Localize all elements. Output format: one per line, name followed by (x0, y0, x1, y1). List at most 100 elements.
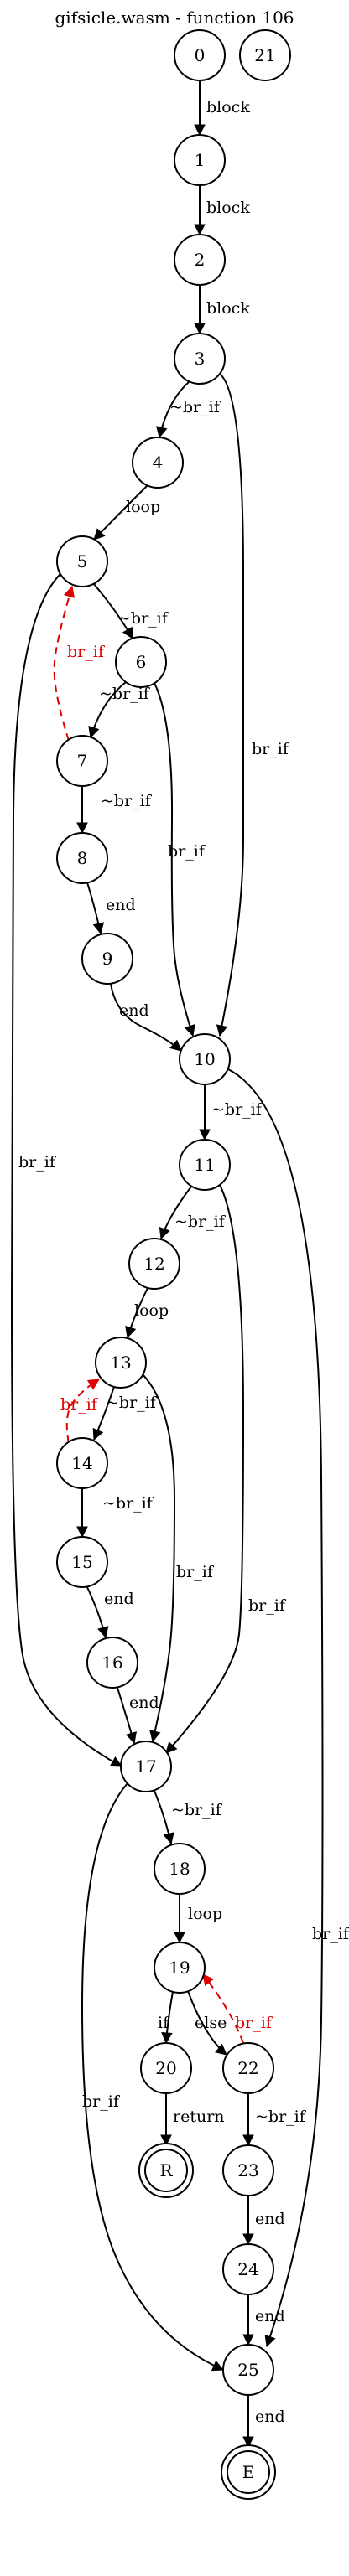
edge-label: br_if (235, 2014, 273, 2032)
edge-15-to-16: end (86, 1586, 134, 1639)
node-16: 16 (86, 1637, 138, 1689)
node-circle (174, 333, 226, 385)
node-label: 3 (195, 349, 206, 369)
edge-22-to-23: ~br_if (242, 2093, 307, 2147)
edge-label: else (195, 2014, 227, 2032)
node-20: 20 (140, 2042, 192, 2094)
node-label: 13 (110, 1353, 131, 1373)
edge-label: ~br_if (102, 1494, 154, 1513)
node-label: 16 (102, 1653, 122, 1673)
node-label: 14 (71, 1453, 92, 1473)
edge-25-to-E: end (242, 2395, 285, 2449)
edge-label: br_if (312, 1925, 349, 1943)
node-1: 1 (174, 134, 226, 186)
edge-3-to-4: ~br_if (156, 380, 221, 439)
node-circle (174, 234, 226, 286)
arrowhead-icon (88, 726, 100, 739)
arrowhead-icon (97, 1626, 109, 1639)
edge-13-to-17: br_if (142, 1373, 215, 1743)
node-17: 17 (120, 1741, 172, 1792)
arrowhead-icon (211, 2360, 225, 2372)
node-circle (115, 636, 167, 688)
edge-9-to-10: end (110, 983, 182, 1052)
node-label: 9 (102, 949, 113, 969)
edge-label: br_if (60, 1395, 99, 1414)
node-label: 7 (77, 751, 88, 771)
edge-label: br_if (176, 1563, 215, 1581)
edge-label: end (104, 1590, 134, 1608)
node-label: 20 (155, 2058, 176, 2078)
edge-label: end (106, 896, 136, 914)
node-circle (239, 29, 291, 81)
edge-label: ~br_if (117, 609, 169, 628)
edge-17-to-25: br_if (81, 1782, 225, 2372)
node-5: 5 (56, 535, 108, 587)
node-circle (81, 933, 133, 985)
node-10: 10 (179, 1033, 231, 1085)
edge-22-to-19: br_if (202, 1973, 273, 2044)
node-label: 15 (71, 1552, 92, 1572)
node-circle (222, 2344, 274, 2396)
node-circle (56, 1437, 108, 1489)
edge-2-to-3: block (194, 285, 250, 335)
terminal-node-R: R (138, 2143, 194, 2198)
edge-label: ~br_if (211, 1100, 263, 1119)
edge-label: ~br_if (169, 398, 221, 416)
arrowhead-icon (202, 1973, 215, 1987)
node-circle (128, 1238, 180, 1290)
node-circle (179, 1033, 231, 1085)
edge-label: br_if (252, 740, 290, 758)
node-6: 6 (115, 636, 167, 688)
edge-14-to-15: ~br_if (76, 1488, 154, 1539)
arrowhead-icon (160, 2134, 172, 2147)
arrowhead-icon (169, 1039, 182, 1052)
node-circle (132, 437, 184, 489)
arrowhead-icon (76, 822, 88, 835)
terminal-node-E: E (221, 2444, 276, 2500)
node-label: 19 (169, 1958, 190, 1978)
node-label: 0 (195, 45, 206, 65)
edge-12-to-13: loop (125, 1287, 169, 1339)
arrowhead-icon (161, 2032, 173, 2045)
node-label: 6 (136, 652, 147, 672)
edge-7-to-5: br_if (53, 585, 106, 742)
edge-3-to-10: br_if (216, 373, 290, 1037)
edge-19-to-20: if (158, 1991, 174, 2045)
edge-14-to-13: br_if (60, 1379, 100, 1444)
arrowhead-icon (122, 626, 133, 639)
node-3: 3 (174, 333, 226, 385)
arrowhead-icon (125, 1731, 138, 1745)
node-label: 1 (195, 150, 206, 170)
node-15: 15 (56, 1536, 108, 1588)
node-21: 21 (239, 29, 291, 81)
edge-label: loop (134, 1301, 169, 1320)
graph-title: gifsicle.wasm - function 106 (55, 8, 294, 28)
edge-6-to-10: br_if (154, 682, 206, 1037)
node-label: 5 (77, 551, 88, 572)
node-4: 4 (132, 437, 184, 489)
node-label: 21 (254, 45, 275, 65)
node-inner-circle (227, 2450, 270, 2494)
arrowhead-icon (63, 585, 75, 598)
edge-0-to-1: block (194, 80, 250, 137)
node-circle (56, 1536, 108, 1588)
arrowhead-icon (76, 1526, 88, 1539)
arrowhead-icon (156, 426, 168, 439)
edge-label: loop (188, 1905, 222, 1923)
arrowhead-icon (93, 528, 106, 541)
node-label: R (159, 2160, 173, 2180)
edge-13-to-14: ~br_if (92, 1386, 158, 1441)
node-circle (140, 2042, 192, 2094)
node-25: 25 (222, 2344, 274, 2396)
edge-label: br_if (67, 643, 106, 661)
node-2: 2 (174, 234, 226, 286)
edge-10-to-25: br_if (227, 1068, 349, 2348)
edge-line (227, 1068, 324, 2347)
node-label: 10 (194, 1049, 215, 1069)
edge-19-to-22: else (187, 1990, 227, 2056)
node-14: 14 (56, 1437, 108, 1489)
node-13: 13 (95, 1337, 147, 1389)
arrowhead-icon (86, 1379, 100, 1390)
arrowhead-icon (194, 323, 206, 335)
node-circle (222, 2042, 274, 2094)
